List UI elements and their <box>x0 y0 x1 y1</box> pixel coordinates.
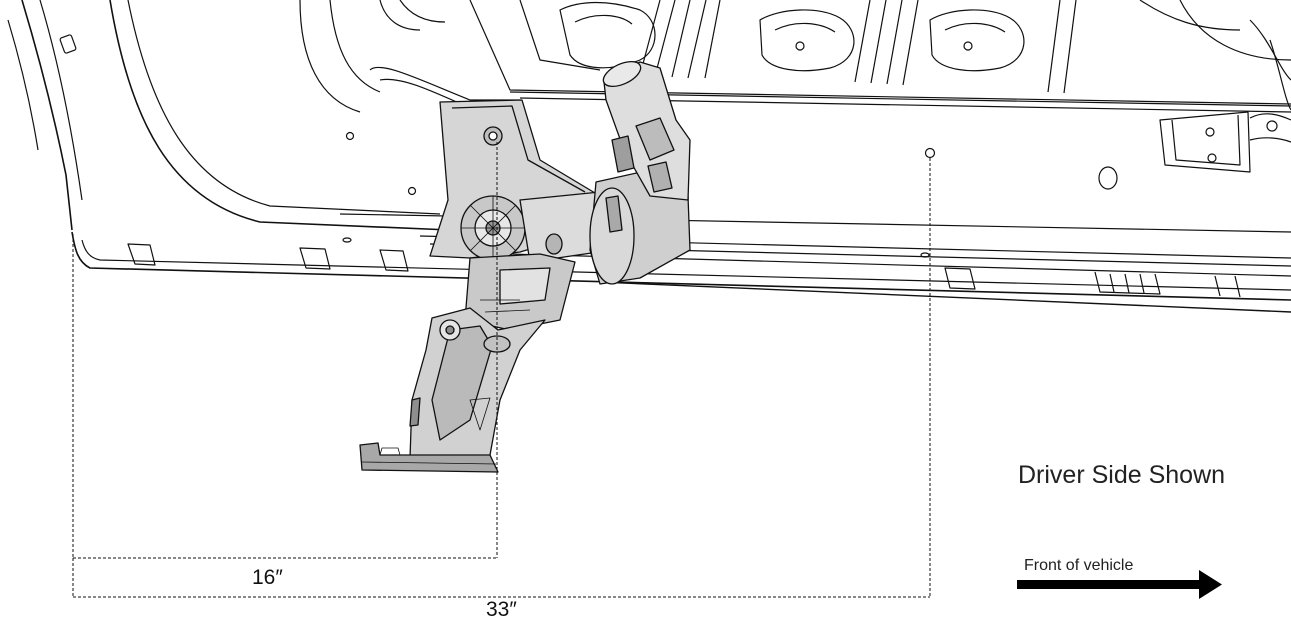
power-step-assembly <box>359 60 691 473</box>
arrow-right-icon <box>1017 570 1222 599</box>
front-of-vehicle-label: Front of vehicle <box>1024 557 1134 574</box>
dimension-lines <box>72 142 931 598</box>
driver-side-caption: Driver Side Shown <box>1018 461 1226 489</box>
step-foot <box>359 442 499 473</box>
dimension-16-label: 16″ <box>252 566 283 589</box>
dimension-33-label: 33″ <box>486 598 517 621</box>
